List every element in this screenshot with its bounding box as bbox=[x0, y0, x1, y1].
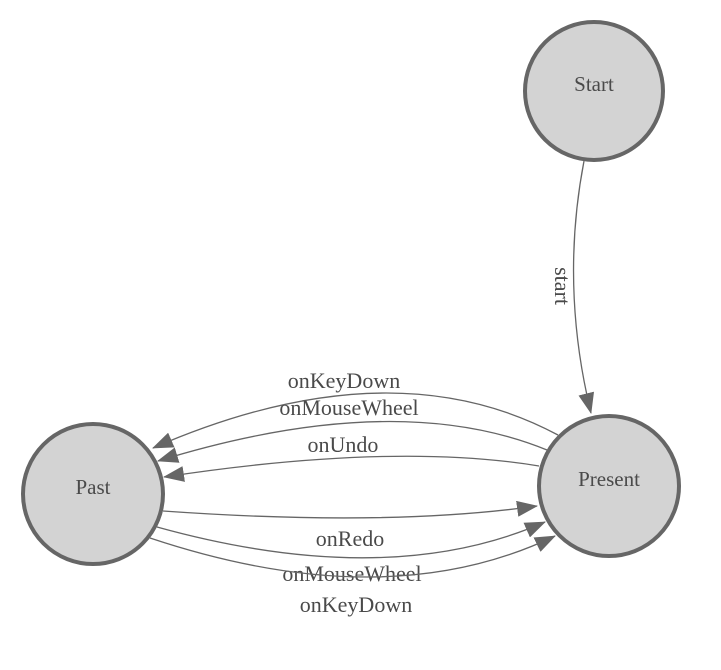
edge-onkeydown-top-line bbox=[152, 392, 559, 449]
node-present-label: Present bbox=[578, 467, 640, 491]
edge-start-line bbox=[572, 160, 595, 414]
edge-onmousewheel-top-label: onMouseWheel bbox=[279, 395, 418, 420]
edge-present-to-past-onkeydown: onKeyDown bbox=[152, 368, 559, 449]
edge-onkeydown-bottom-line bbox=[149, 535, 556, 578]
edge-onkeydown-bottom-label: onKeyDown bbox=[300, 592, 412, 617]
edge-past-to-present-onredo: onRedo bbox=[162, 500, 538, 551]
edge-start-label: start bbox=[550, 267, 575, 305]
edge-start-to-present: start bbox=[550, 160, 595, 414]
edge-onredo-line bbox=[162, 500, 538, 519]
node-start: Start bbox=[523, 20, 665, 162]
edge-present-to-past-onmousewheel: onMouseWheel bbox=[157, 395, 548, 463]
edge-onkeydown-top-label: onKeyDown bbox=[288, 368, 400, 393]
edge-onundo-line bbox=[163, 455, 540, 482]
node-present: Present bbox=[537, 414, 681, 558]
edge-onredo-label: onRedo bbox=[316, 526, 384, 551]
edge-onundo-label: onUndo bbox=[308, 432, 379, 457]
node-start-label: Start bbox=[574, 72, 614, 96]
node-past-circle bbox=[21, 422, 165, 566]
node-past: Past bbox=[21, 422, 165, 566]
node-past-label: Past bbox=[75, 475, 110, 499]
node-start-circle bbox=[523, 20, 665, 162]
edge-present-to-past-onundo: onUndo bbox=[163, 432, 540, 482]
edge-onmousewheel-top-line bbox=[157, 420, 548, 463]
edge-onmousewheel-bottom-line bbox=[156, 521, 546, 559]
edge-past-to-present-onkeydown: onKeyDown bbox=[149, 535, 556, 617]
node-present-circle bbox=[537, 414, 681, 558]
edge-past-to-present-onmousewheel: onMouseWheel bbox=[156, 521, 546, 586]
